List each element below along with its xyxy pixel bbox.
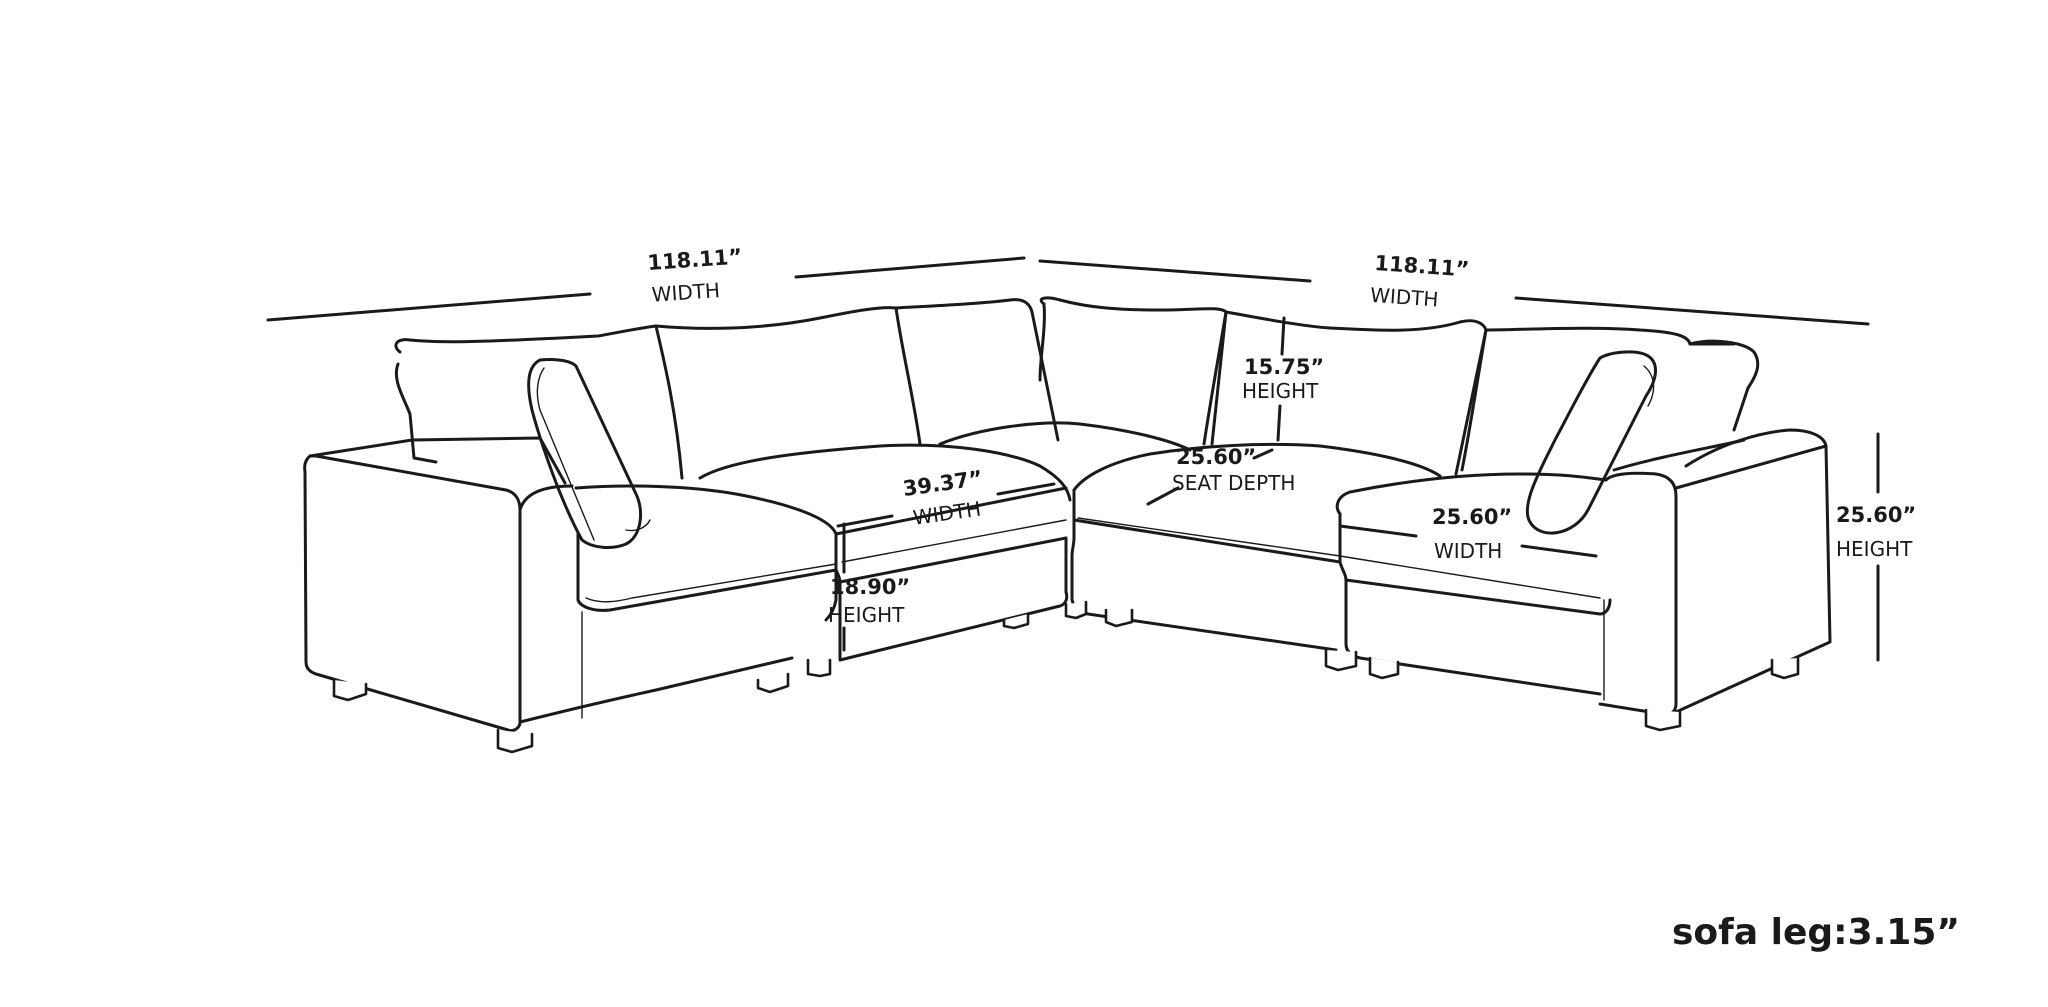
right-width-line-b [1514,296,1870,326]
left-arm [303,436,574,732]
left-pillow [527,358,651,549]
corner-width-line-a [1338,524,1418,538]
right-armless-seat [1070,310,1488,652]
seat-depth-line-a [1252,448,1274,460]
corner-width-value: 25.60” [1432,505,1512,529]
seat-height-label: HEIGHT [828,603,905,627]
left-width-label: WIDTH [651,278,721,307]
armless-width-label: WIDTH [911,497,982,530]
back-height-line-a [1280,316,1286,356]
right-arm [1598,428,1832,716]
back-height-line-b [1276,404,1282,442]
sofa-drawing [303,296,1832,754]
middle-armless-seat [698,298,1072,662]
back-height-value: 15.75” [1244,355,1324,379]
seat-depth-label: SEAT DEPTH [1172,471,1295,495]
overall-height-label: HEIGHT [1836,537,1913,561]
corner-back-cushion [938,296,1228,452]
seat-depth-value: 25.60” [1176,445,1256,469]
seat-height-value: 18.90” [830,575,910,599]
left-width-line-a [266,292,592,322]
corner-width-label: WIDTH [1434,539,1502,563]
left-width-value: 118.11” [647,244,743,275]
right-pillow [1525,339,1760,535]
overall-height-value: 25.60” [1836,503,1916,527]
sofa-leg-note: sofa leg:3.15” [1672,912,1961,953]
left-corner-seat [518,484,838,724]
right-width-value: 118.11” [1374,251,1470,282]
right-width-label: WIDTH [1369,283,1439,312]
left-back-cushion [394,306,898,480]
armless-width-value: 39.37” [901,466,984,501]
armless-width-line-a [836,514,894,528]
left-width-line-b [794,256,1026,279]
back-height-label: HEIGHT [1242,379,1319,403]
sofa-legs [332,600,1800,754]
corner-width-line-b [1520,544,1598,558]
right-corner-seat [1335,326,1736,696]
dimension-lines [266,256,1880,662]
armless-width-line-b [996,482,1056,496]
seat-depth-line-b [1146,486,1180,506]
right-width-line-a [1038,259,1312,283]
